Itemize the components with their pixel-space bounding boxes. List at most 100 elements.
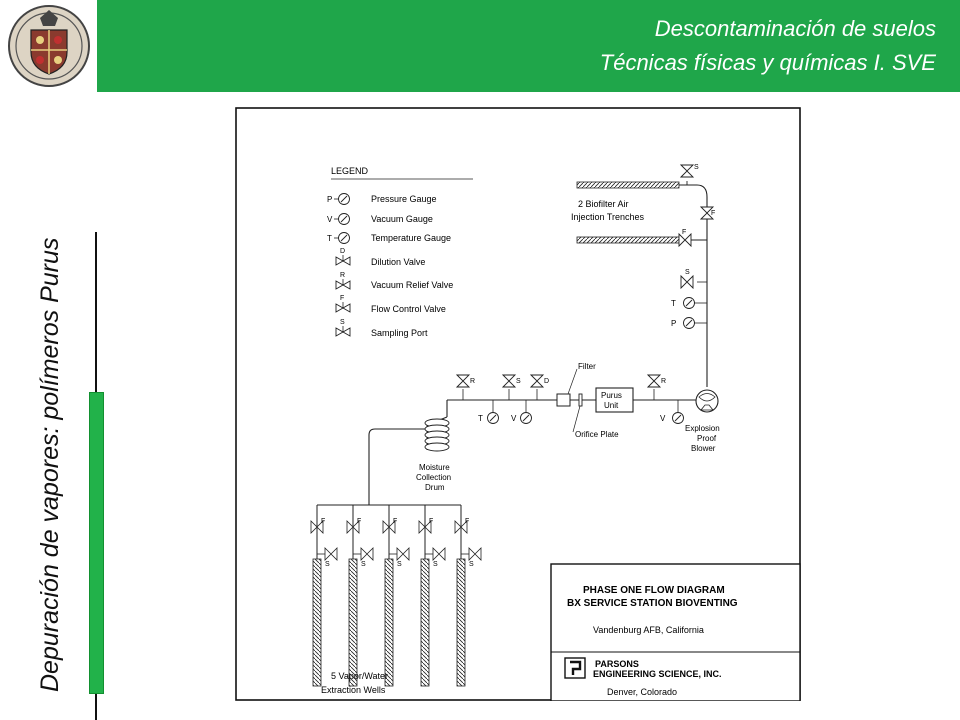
flow-control-valve-lower-trench-icon: F [678, 229, 692, 248]
legend-vacuum-gauge-icon: V [327, 213, 350, 225]
svg-text:Purus: Purus [601, 391, 622, 400]
svg-text:PHASE ONE FLOW DIAGRAM: PHASE ONE FLOW DIAGRAM [583, 585, 725, 596]
header-bar: Descontaminación de suelos Técnicas físi… [97, 0, 960, 92]
legend-flow-control-valve-icon: F [335, 295, 351, 313]
legend-label-sampling: Sampling Port [371, 328, 428, 338]
extraction-well-4: F S [418, 505, 446, 687]
svg-text:Explosion: Explosion [685, 424, 720, 433]
svg-text:D: D [340, 248, 345, 255]
vacuum-relief-valve-1-icon: R [455, 374, 475, 400]
svg-text:F: F [340, 295, 344, 302]
svg-text:F: F [393, 518, 397, 525]
legend-label-pressure: Pressure Gauge [371, 194, 437, 204]
legend-sampling-port-icon: S [335, 319, 351, 337]
dilution-valve-main-icon: D [529, 374, 549, 400]
svg-text:ENGINEERING SCIENCE, INC.: ENGINEERING SCIENCE, INC. [593, 669, 722, 679]
svg-text:Vandenburg AFB, California: Vandenburg AFB, California [593, 625, 704, 635]
legend-dilution-valve-icon: D [335, 248, 351, 266]
svg-text:Injection Trenches: Injection Trenches [571, 212, 645, 222]
svg-text:T: T [671, 299, 676, 308]
extraction-wells: F S F S F S F [310, 505, 482, 695]
svg-text:S: S [685, 269, 690, 276]
svg-text:R: R [470, 378, 475, 385]
svg-text:V: V [511, 414, 517, 423]
extraction-well-3: F S [382, 505, 410, 687]
svg-text:T: T [327, 234, 332, 243]
header-subtitle: Técnicas físicas y químicas I. SVE [599, 50, 936, 75]
filter-icon: Filter [556, 362, 596, 407]
svg-text:F: F [357, 518, 361, 525]
svg-text:P: P [671, 319, 676, 328]
svg-text:PARSONS: PARSONS [595, 659, 639, 669]
extraction-well-1: F S [310, 505, 338, 687]
svg-text:LEGEND: LEGEND [331, 166, 369, 176]
svg-text:Proof: Proof [697, 434, 717, 443]
svg-text:S: S [516, 378, 521, 385]
flow-control-valve-riser-icon: F [699, 206, 715, 220]
legend-label-vacuum-relief: Vacuum Relief Valve [371, 280, 453, 290]
svg-text:S: S [433, 561, 438, 568]
svg-text:Extraction Wells: Extraction Wells [321, 685, 386, 695]
legend-pressure-gauge-icon: P [327, 193, 350, 205]
svg-text:F: F [711, 210, 715, 217]
legend-vacuum-relief-valve-icon: R [335, 272, 351, 290]
svg-text:R: R [661, 378, 666, 385]
svg-text:F: F [465, 518, 469, 525]
vacuum-gauge-main-icon: V [511, 400, 532, 424]
svg-text:BX SERVICE STATION BIOVENTING: BX SERVICE STATION BIOVENTING [567, 598, 738, 609]
side-divider-bottom [95, 694, 97, 720]
legend: LEGEND P Pressure Gauge V Vacuum Gauge T… [327, 166, 473, 338]
side-title: Depuración de vapores: polímeros Purus [36, 237, 64, 692]
svg-text:S: S [340, 319, 345, 326]
svg-text:S: S [361, 561, 366, 568]
extraction-well-5: F S [454, 505, 482, 687]
svg-text:2 Biofilter Air: 2 Biofilter Air [578, 199, 629, 209]
side-divider-top [95, 232, 97, 394]
sampling-port-top-icon: S [679, 164, 699, 185]
sampling-port-main-icon: S [501, 374, 521, 400]
svg-text:F: F [321, 518, 325, 525]
orifice-plate-icon: Orifice Plate [572, 393, 619, 439]
svg-text:Drum: Drum [425, 483, 445, 492]
flow-diagram: LEGEND P Pressure Gauge V Vacuum Gauge T… [235, 107, 801, 701]
legend-temperature-gauge-icon: T [327, 232, 350, 244]
svg-text:Denver, Colorado: Denver, Colorado [607, 687, 677, 697]
sampling-port-riser-icon: S [680, 269, 707, 290]
moisture-collection-drum-icon: Moisture Collection Drum [416, 416, 451, 492]
svg-text:V: V [660, 414, 666, 423]
svg-text:F: F [682, 229, 686, 236]
svg-text:R: R [340, 272, 345, 279]
svg-text:S: S [397, 561, 402, 568]
pressure-gauge-riser-icon: P [671, 317, 707, 329]
temperature-gauge-riser-icon: T [671, 297, 707, 309]
extraction-well-2: F S [346, 505, 374, 687]
legend-label-flow-control: Flow Control Valve [371, 304, 446, 314]
svg-text:Unit: Unit [604, 401, 619, 410]
vacuum-gauge-blower-icon: V [660, 400, 684, 424]
university-seal-logo [0, 0, 97, 92]
svg-text:Orifice Plate: Orifice Plate [575, 430, 619, 439]
purus-unit-icon: Purus Unit [595, 387, 634, 413]
header-title: Descontaminación de suelos [654, 16, 936, 41]
legend-label-vacuum: Vacuum Gauge [371, 214, 433, 224]
side-accent-bar [89, 392, 104, 694]
svg-text:S: S [469, 561, 474, 568]
svg-text:V: V [327, 215, 333, 224]
temperature-gauge-main-icon: T [478, 400, 499, 424]
svg-text:Filter: Filter [578, 362, 596, 371]
legend-label-temperature: Temperature Gauge [371, 233, 451, 243]
svg-text:Blower: Blower [691, 444, 716, 453]
explosion-proof-blower-icon: Explosion Proof Blower [685, 389, 720, 453]
legend-label-dilution: Dilution Valve [371, 257, 425, 267]
svg-text:D: D [544, 378, 549, 385]
svg-text:S: S [694, 164, 699, 171]
svg-text:5 Vapor/Water: 5 Vapor/Water [331, 671, 388, 681]
svg-text:Collection: Collection [416, 473, 451, 482]
title-block: PHASE ONE FLOW DIAGRAM BX SERVICE STATIO… [550, 563, 801, 701]
vacuum-relief-valve-2-icon: R [646, 374, 666, 400]
svg-text:T: T [478, 414, 483, 423]
svg-text:P: P [327, 195, 332, 204]
svg-text:Moisture: Moisture [419, 463, 450, 472]
svg-text:F: F [429, 518, 433, 525]
svg-text:S: S [325, 561, 330, 568]
